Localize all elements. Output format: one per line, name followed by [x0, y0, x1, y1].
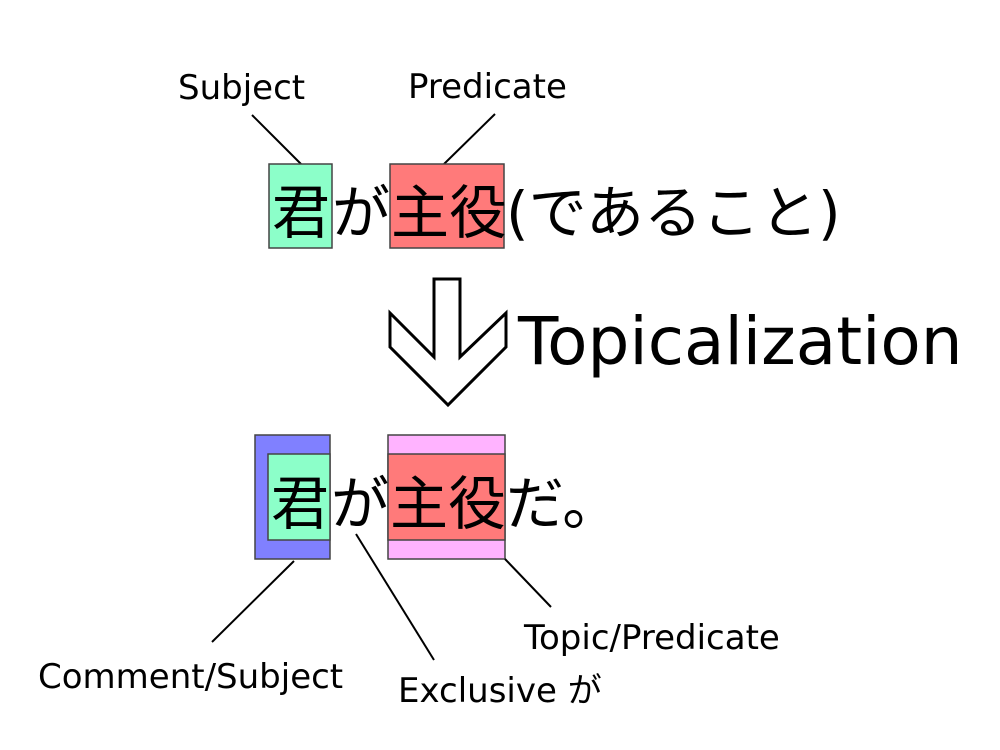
subject-char-bottom: 君	[271, 470, 329, 538]
predicate-chars-bottom: 主役	[390, 470, 506, 538]
predicate-pointer-line	[443, 113, 496, 165]
predicate-highlight-box	[389, 163, 505, 249]
particle-ga: が	[332, 179, 390, 247]
topic-predicate-label: Topic/Predicate	[523, 618, 780, 658]
subject-label: Subject	[178, 68, 305, 108]
sentence-rest-bottom: だ。	[506, 470, 620, 538]
predicate-label: Predicate	[408, 67, 567, 107]
exclusive-pointer-line	[355, 533, 435, 661]
particle-ga-bottom: が	[331, 470, 389, 538]
predicate-highlight-box-bottom	[387, 453, 506, 541]
comment-pointer-line	[211, 560, 295, 643]
subject-highlight-box-bottom	[267, 453, 331, 541]
topic-pointer-line	[504, 558, 552, 608]
topicalization-label: Topicalization	[517, 303, 963, 380]
down-arrow-icon	[388, 277, 508, 408]
predicate-chars: 主役	[391, 179, 507, 247]
exclusive-ga-label: Exclusive が	[398, 671, 602, 711]
subject-highlight-box	[268, 163, 333, 249]
subject-char: 君	[272, 179, 330, 247]
subject-pointer-line	[251, 114, 302, 165]
sentence-rest: (であること)	[506, 179, 841, 247]
comment-subject-label: Comment/Subject	[38, 657, 343, 697]
